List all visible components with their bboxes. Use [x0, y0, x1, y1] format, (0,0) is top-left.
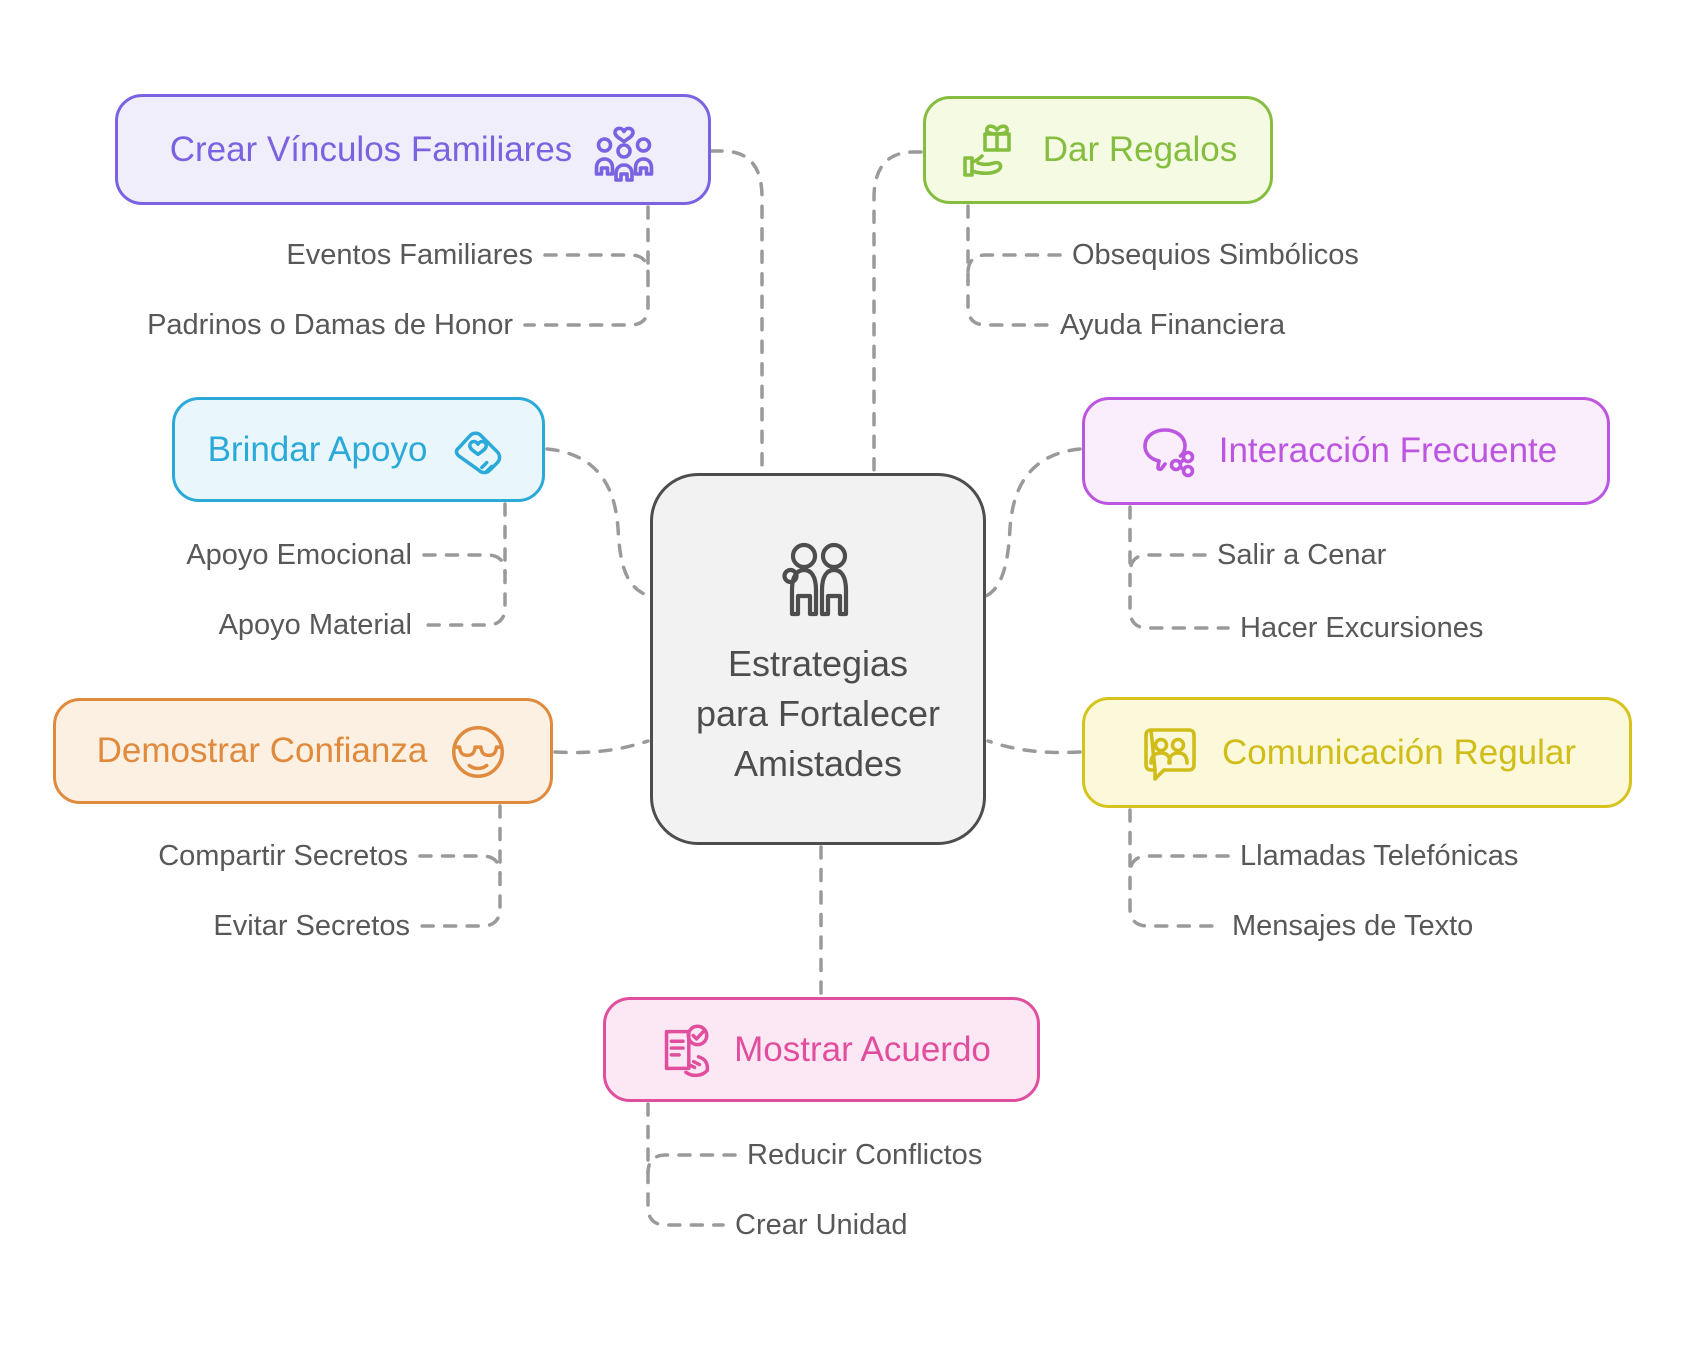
cool-face-sunglasses-icon — [447, 720, 509, 782]
node-mostrar-acuerdo: Mostrar Acuerdo — [603, 997, 1040, 1102]
child-apoyo-emocional: Apoyo Emocional — [186, 539, 412, 571]
people-chat-bubble-icon — [1138, 721, 1202, 785]
node-center-estrategias: Estrategias para Fortalecer Amistades — [650, 473, 986, 845]
connector-mensajes — [1128, 808, 1222, 928]
connector-brindar-apoyo-center — [545, 447, 654, 599]
node-label: Mostrar Acuerdo — [734, 1029, 991, 1069]
connector-eventos-familiares — [543, 253, 650, 275]
node-brindar-apoyo: Brindar Apoyo — [172, 397, 545, 502]
child-ayuda-financiera: Ayuda Financiera — [1060, 309, 1286, 341]
node-dar-regalos: Dar Regalos — [923, 96, 1273, 204]
node-label: Demostrar Confianza — [96, 731, 428, 770]
node-comunicacion-regular: Comunicación Regular — [1082, 697, 1632, 808]
child-salir-a-cenar: Salir a Cenar — [1217, 539, 1387, 571]
connector-salir-a-cenar — [1128, 553, 1207, 575]
child-compartir-secretos: Compartir Secretos — [158, 840, 408, 872]
center-title: Estrategias para Fortalecer Amistades — [695, 643, 941, 784]
node-label: Dar Regalos — [1042, 130, 1238, 169]
child-mensajes-de-texto: Mensajes de Texto — [1232, 910, 1474, 942]
node-demostrar-confianza: Demostrar Confianza — [53, 698, 553, 804]
connector-evitar-secretos — [420, 804, 502, 928]
two-friends-icon — [770, 529, 866, 631]
speech-bubble-network-icon — [1135, 419, 1199, 483]
child-crear-unidad: Crear Unidad — [735, 1209, 908, 1241]
child-hacer-excursiones: Hacer Excursiones — [1240, 612, 1484, 644]
connector-dar-regalos-center — [872, 150, 923, 473]
node-interaccion-frecuente: Interacción Frecuente — [1082, 397, 1610, 505]
connector-comunicacion-center — [986, 739, 1082, 755]
child-padrinos-o-damas-de-honor: Padrinos o Damas de Honor — [147, 309, 513, 341]
connector-compartir-secretos — [418, 854, 502, 876]
connector-interaccion-center — [982, 447, 1082, 599]
node-label: Comunicación Regular — [1221, 732, 1577, 772]
handshake-heart-icon — [447, 419, 509, 481]
node-crear-vinculos-familiares: Crear Vínculos Familiares — [115, 94, 711, 205]
child-obsequios-simbolicos: Obsequios Simbólicos — [1072, 239, 1359, 271]
node-label: Brindar Apoyo — [207, 429, 428, 469]
connector-apoyo-material — [422, 502, 507, 627]
connector-hacer-excursiones — [1128, 505, 1230, 630]
gift-on-hand-icon — [959, 118, 1023, 182]
connector-crear-unidad — [646, 1102, 725, 1227]
connector-reducir-conflictos — [646, 1153, 737, 1175]
family-with-heart-icon — [592, 118, 656, 182]
child-llamadas-telefonicas: Llamadas Telefónicas — [1240, 840, 1519, 872]
connector-llamadas — [1128, 854, 1230, 876]
connector-confianza-center — [553, 739, 650, 755]
connector-obsequios — [966, 253, 1062, 275]
connector-crear-vinculos-center — [709, 149, 764, 473]
connector-apoyo-emocional — [422, 553, 507, 575]
child-evitar-secretos: Evitar Secretos — [213, 910, 410, 942]
child-reducir-conflictos: Reducir Conflictos — [747, 1139, 983, 1171]
node-label: Interacción Frecuente — [1218, 431, 1558, 470]
child-apoyo-material: Apoyo Material — [218, 609, 412, 641]
node-label: Crear Vínculos Familiares — [169, 129, 573, 169]
connector-ayuda-financiera — [966, 204, 1052, 327]
document-check-hand-icon — [652, 1019, 714, 1081]
child-eventos-familiares: Eventos Familiares — [286, 239, 533, 271]
connector-padrinos — [523, 205, 650, 327]
